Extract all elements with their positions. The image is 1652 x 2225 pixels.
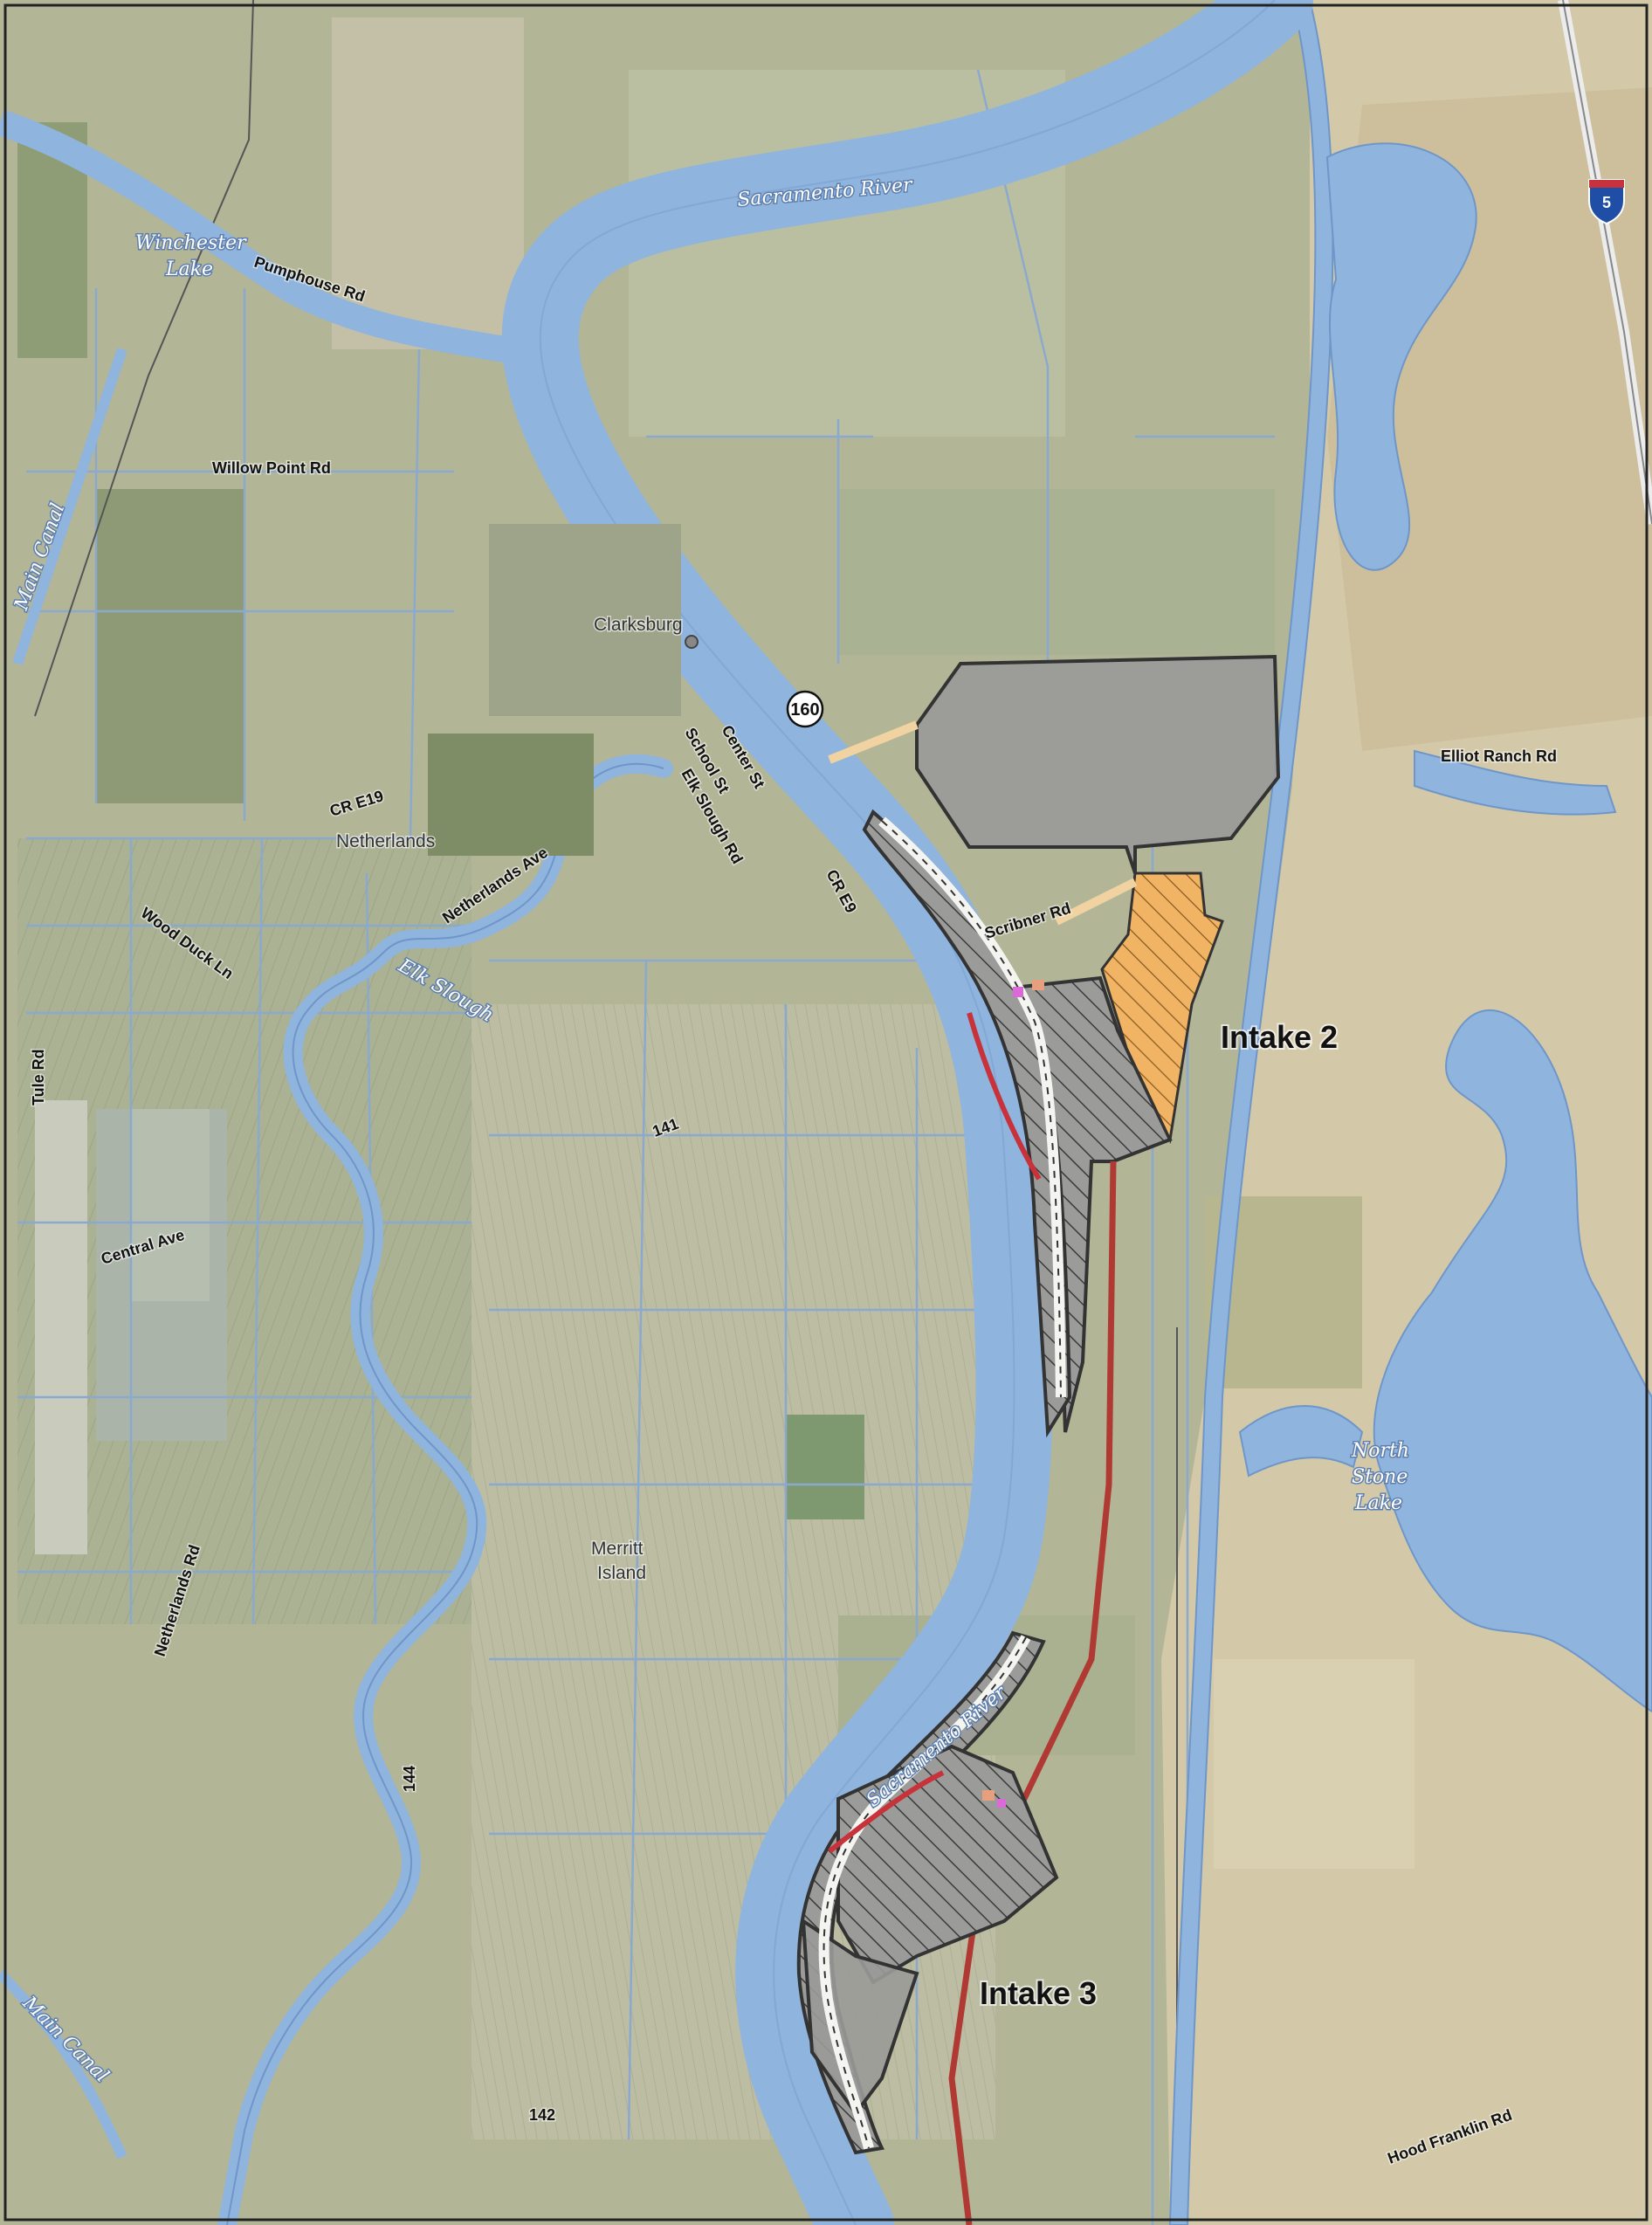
tule-rd-label: Tule Rd [30,1049,47,1106]
interstate-5-shield: 5 [1588,179,1625,225]
intake-2-orange-area[interactable] [1100,871,1224,1144]
interstate-5-text: 5 [1602,194,1611,211]
orchard [428,734,594,856]
sacramento-river[interactable] [501,0,1313,2225]
intake-2-road-dash [881,820,1062,1398]
elk-slough-edge [226,762,664,2225]
willow-point-rd-label: Willow Point Rd [212,459,331,477]
intake-3-road-dash [823,1636,1027,2149]
field-block [838,489,1275,655]
north-stone-lake-label: Lake [1354,1492,1402,1514]
road-144-label: 144 [401,1766,418,1792]
north-stone-lake-label: Stone [1352,1466,1408,1488]
road-142-label: 142 [529,2106,555,2124]
winchester-canal [0,109,561,371]
field-block [17,838,472,1624]
field-block [131,1109,210,1301]
intake-2-facility [1032,980,1044,990]
field-block [35,1100,87,1554]
state-route-160-text: 160 [790,700,819,720]
interstate-5 [1558,0,1652,525]
sacramento-river-centerline [539,0,1276,2225]
main-canal-north [12,348,127,665]
field-block [96,489,244,803]
cr-e9-construction [828,720,919,764]
intake-2-staging-area[interactable] [915,654,1281,874]
east-water [1168,0,1652,2225]
scribner-rd-construction [1054,878,1138,926]
field-block [786,1415,864,1519]
winchester-lake-label: Winchester [135,232,247,254]
intake-2-facility [1013,987,1023,997]
field-block [332,17,524,349]
clarksburg-label: Clarksburg [594,615,683,635]
winchester-lake-label: Lake [165,258,213,280]
clarksburg-town [489,524,681,716]
state-route-160-shield: 160 [786,690,824,728]
main-canal-south [0,1969,127,2160]
intake-3-facility [997,1799,1006,1808]
map-frame [3,3,1649,2222]
tunnel-alignment[interactable] [948,1161,1117,2225]
field-block [1214,1659,1415,1869]
intake-2-label: Intake 2 [1221,1019,1338,1055]
intake-2-fish-screen[interactable] [967,1012,1042,1181]
merritt-island-label: Island [597,1563,646,1583]
intake-3-facility [982,1790,995,1801]
intake-3-staging-area[interactable] [801,1918,919,2117]
clarksburg-point [685,635,699,649]
elliot-ranch-rd-label: Elliot Ranch Rd [1441,747,1557,765]
intake-3-label: Intake 3 [980,1975,1097,2011]
north-stone-lake-label: North [1351,1440,1409,1462]
intake-3-fish-screen[interactable] [828,1770,945,1854]
netherlands-label: Netherlands [336,831,435,851]
merritt-island-label: Merritt [591,1539,644,1559]
